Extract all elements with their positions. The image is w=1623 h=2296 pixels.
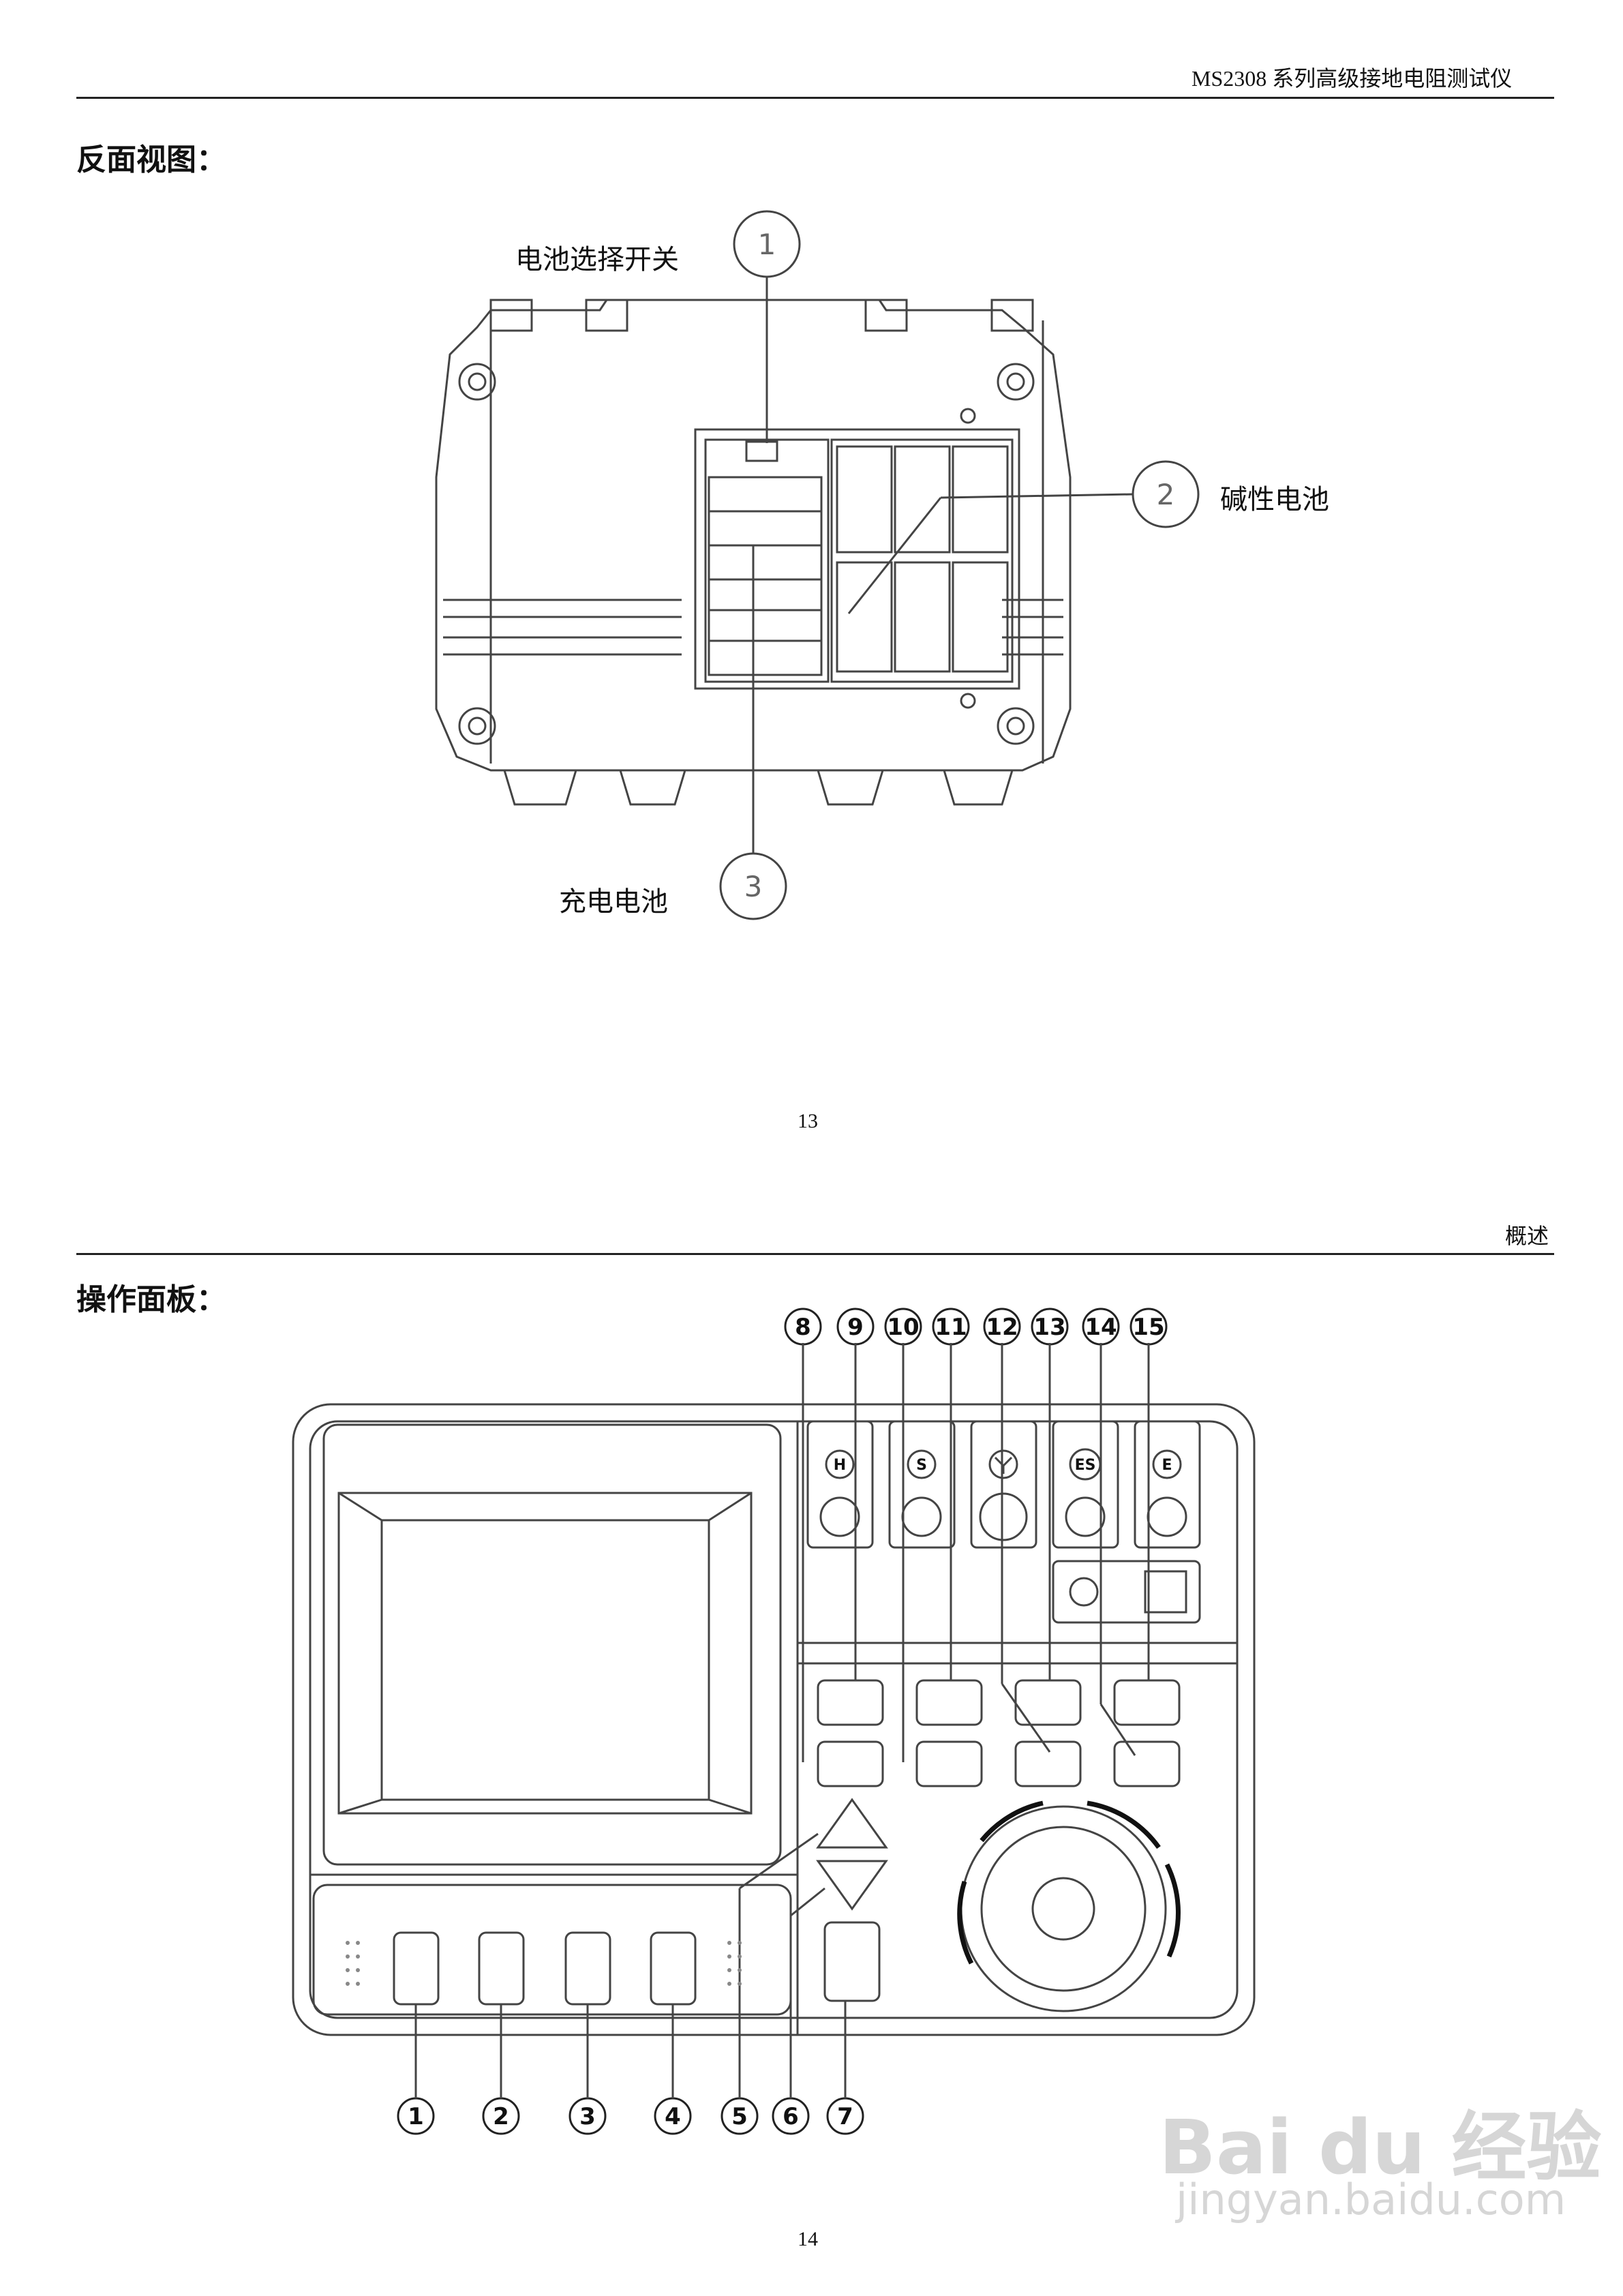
rotary-knob-center [1031, 1877, 1095, 1941]
callout-label-2: 碱性电池 [1220, 484, 1329, 515]
svg-text:2: 2 [493, 2103, 509, 2130]
key-8-shape [817, 1740, 884, 1787]
rotary-knob-outer [960, 1805, 1167, 2012]
svg-text:9: 9 [847, 1314, 864, 1341]
callout-label-1: 电池选择开关 [515, 244, 679, 275]
callout-num-1: 1 [758, 228, 776, 261]
softkey-1-shape [393, 1931, 440, 2006]
panel-callout-4: 4 [654, 2097, 692, 2135]
panel-callout-8: 8 [784, 1308, 822, 1346]
terminal-aux-socket [979, 1492, 1028, 1541]
baidu-watermark-logo: Bai du 经验 [1159, 2104, 1602, 2191]
key-10-shape [915, 1740, 983, 1787]
page1-header: MS2308 系列高级接地电阻测试仪 [1192, 66, 1513, 91]
panel-callout-7: 7 [826, 2097, 864, 2135]
svg-text:5: 5 [731, 2103, 748, 2130]
callout-num-3: 3 [744, 870, 763, 903]
svg-text:14: 14 [1084, 1314, 1117, 1341]
panel-callout-15: 15 [1129, 1308, 1168, 1346]
callout-num-2: 2 [1157, 478, 1175, 511]
callout-label-3: 充电电池 [559, 886, 668, 918]
key-9-shape [817, 1679, 884, 1726]
svg-text:12: 12 [986, 1314, 1018, 1341]
svg-text:3: 3 [579, 2103, 596, 2130]
page1-number: 13 [798, 1110, 818, 1132]
terminal-s-socket [901, 1496, 942, 1537]
panel-callout-11: 11 [932, 1308, 970, 1346]
terminal-h-label: H [834, 1457, 846, 1474]
panel-callout-9: 9 [836, 1308, 875, 1346]
key-12-shape [1014, 1740, 1082, 1787]
key-14-shape [1113, 1740, 1181, 1787]
svg-text:6: 6 [783, 2103, 799, 2130]
panel-callout-6: 6 [772, 2097, 810, 2135]
panel-callout-5: 5 [721, 2097, 759, 2135]
battery-compartment [694, 428, 1020, 690]
key-11-shape [915, 1679, 983, 1726]
lcd-screen [337, 1492, 753, 1815]
page2-header-rule [76, 1253, 1554, 1255]
svg-text:10: 10 [887, 1314, 919, 1341]
page2-number: 14 [798, 2228, 818, 2250]
panel-callout-14: 14 [1082, 1308, 1120, 1346]
terminal-es-socket [1065, 1496, 1106, 1537]
page2-section-title: 操作面板： [76, 1282, 226, 1317]
terminal-e-socket [1147, 1496, 1187, 1537]
up-arrow-key [816, 1798, 888, 1849]
panel-callout-10: 10 [884, 1308, 922, 1346]
svg-text:15: 15 [1132, 1314, 1164, 1341]
svg-text:1: 1 [408, 2103, 424, 2130]
svg-text:4: 4 [665, 2103, 681, 2130]
svg-text:11: 11 [935, 1314, 967, 1341]
page1-section-title: 反面视图： [76, 142, 226, 177]
terminal-h-socket [819, 1496, 860, 1537]
panel-callout-13: 13 [1031, 1308, 1069, 1346]
page1-header-rule [76, 97, 1554, 99]
terminal-s-label: S [916, 1457, 927, 1474]
baidu-watermark-url: jingyan.baidu.com [1176, 2175, 1566, 2224]
terminal-e-label: E [1162, 1457, 1172, 1474]
back-view-drawing: 1 2 3 [435, 210, 1200, 920]
svg-text:7: 7 [837, 2103, 853, 2130]
page2-header: 概述 [1505, 1224, 1549, 1248]
panel-callout-3: 3 [568, 2097, 607, 2135]
svg-text:8: 8 [795, 1314, 811, 1341]
enter-key [823, 1921, 881, 2002]
panel-callout-12: 12 [983, 1308, 1021, 1346]
key-15-shape [1113, 1679, 1181, 1726]
svg-text:13: 13 [1033, 1314, 1065, 1341]
softkey-2-shape [478, 1931, 525, 2006]
panel-callout-2: 2 [482, 2097, 520, 2135]
down-arrow-key [816, 1860, 888, 1911]
panel-housing [292, 1403, 1256, 2036]
terminal-es-label: ES [1075, 1457, 1096, 1474]
panel-callout-1: 1 [397, 2097, 435, 2135]
softkey-4-shape [650, 1931, 697, 2006]
softkey-3-shape [564, 1931, 611, 2006]
